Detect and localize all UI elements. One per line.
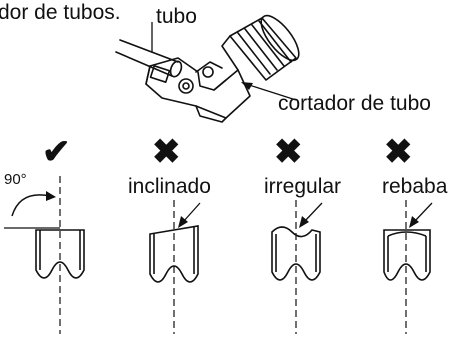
example-slanted: ✖ inclinado [128, 133, 211, 334]
angle-arc-icon [11, 194, 51, 217]
header-text: dor de tubos. [0, 1, 121, 24]
cutter-label-arrow [245, 83, 297, 101]
defect-arrow-head [178, 216, 188, 228]
pipe-end-correct [35, 229, 85, 279]
check-mark-icon: ✔ [42, 133, 71, 171]
angle-arc-arrow-head [46, 191, 56, 201]
cross-mark-icon: ✖ [274, 133, 303, 171]
cross-mark-icon: ✖ [384, 133, 413, 171]
irregular-label: irregular [264, 175, 341, 198]
example-burr: ✖ rebaba [382, 133, 448, 334]
slanted-label: inclinado [128, 175, 211, 198]
pipe-end-slanted [149, 225, 199, 283]
burr-label: rebaba [382, 175, 448, 198]
pipe-label: tubo [156, 5, 197, 28]
cutter-arrow-head [241, 82, 253, 90]
defect-arrow [413, 202, 433, 223]
defect-arrow-head [409, 216, 419, 228]
cutter-label: cortador de tubo [278, 92, 431, 115]
example-correct: ✔ 90° [4, 133, 85, 334]
cutter-body [145, 57, 251, 123]
pipe-end-irregular [271, 226, 321, 281]
pipe [115, 39, 183, 78]
pipe-cutter-illustration [115, 14, 300, 123]
defect-arrow-head [299, 216, 309, 228]
pipe-end-burr [383, 229, 431, 281]
cross-mark-icon: ✖ [152, 133, 181, 171]
cutter-knob [221, 14, 300, 81]
angle-label: 90° [4, 171, 27, 188]
defect-arrow [303, 202, 323, 223]
example-irregular: ✖ irregular [264, 133, 341, 334]
defect-arrow [182, 202, 201, 223]
